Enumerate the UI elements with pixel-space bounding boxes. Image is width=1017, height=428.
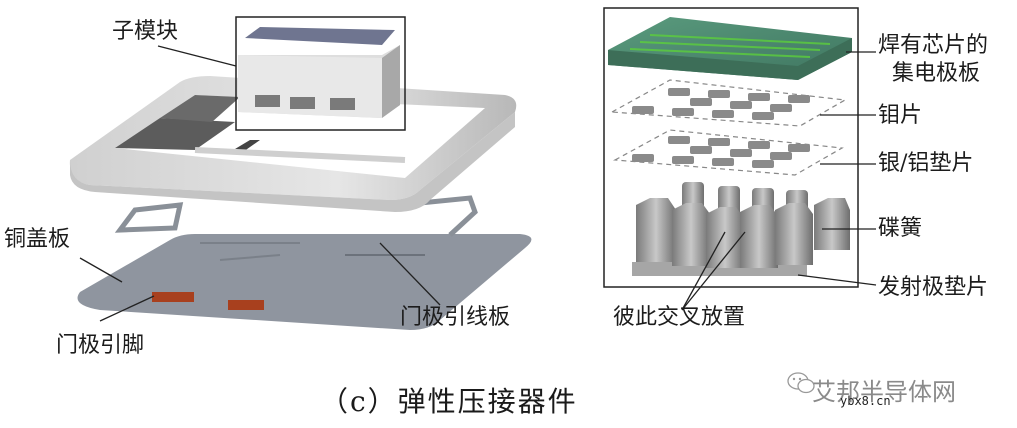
leader-lines-left <box>79 45 441 322</box>
label-molybdenum: 钼片 <box>878 103 923 128</box>
label-disc-spring: 碟簧 <box>878 216 923 241</box>
disc-springs <box>632 182 850 276</box>
leader-lines-right <box>681 51 877 311</box>
gate-lead-board <box>114 195 478 237</box>
label-gate-pin: 门极引脚 <box>56 333 145 358</box>
collector-plate <box>608 17 852 80</box>
gate-pin-2 <box>228 300 264 310</box>
gate-pin-1 <box>152 292 194 302</box>
housing-frame <box>69 76 517 212</box>
molybdenum-sheet <box>609 79 847 127</box>
label-collector-line1: 焊有芯片的 <box>878 33 989 58</box>
label-collector-line2: 集电极板 <box>892 61 981 86</box>
stack-frame <box>603 7 859 288</box>
label-silver-aluminum-pad: 银/铝垫片 <box>878 151 974 176</box>
label-copper-cover: 铜盖板 <box>4 227 71 252</box>
copper-cover-plate <box>77 234 532 330</box>
figure-caption: （c）弹性压接器件 <box>320 385 578 418</box>
label-emitter-pad: 发射极垫片 <box>878 275 989 300</box>
watermark-text: 艾邦半导体网 <box>812 378 956 406</box>
label-submodule: 子模块 <box>112 19 179 44</box>
watermark-url: ybx8.cn <box>840 394 891 408</box>
wechat-icon <box>787 372 815 394</box>
label-gate-lead-board: 门极引线板 <box>400 305 511 330</box>
label-crossed: 彼此交叉放置 <box>613 305 746 330</box>
submodule-highlight-box <box>235 16 406 131</box>
submodule <box>238 27 400 118</box>
silver-aluminum-pad-sheet <box>612 129 844 176</box>
